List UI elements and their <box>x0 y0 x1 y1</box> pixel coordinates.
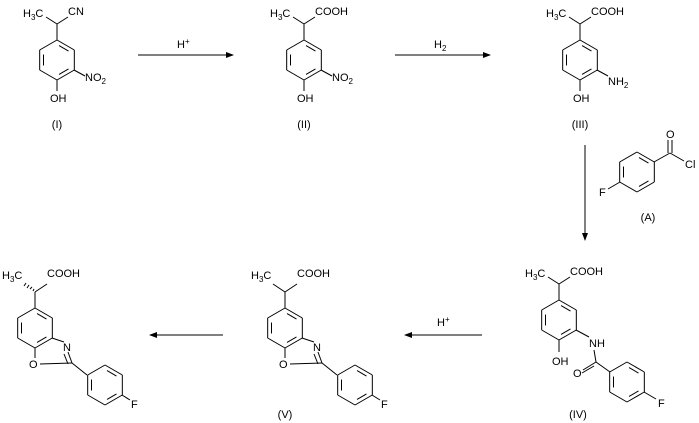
svg-text:H3C: H3C <box>270 8 290 22</box>
compound-product: H3C COOH N O F <box>2 268 138 411</box>
compound-V: H3C COOH N O F (V) <box>251 268 388 421</box>
compound-II: H3C COOH NO2 OH (II) <box>270 6 354 131</box>
hydroxyl-label: OH <box>50 93 67 105</box>
svg-text:H3C: H3C <box>525 268 545 282</box>
methyl-label: H3C <box>23 8 43 22</box>
svg-text:NH: NH <box>589 338 605 350</box>
svg-text:N: N <box>313 342 321 354</box>
ring-bonds <box>17 39 655 406</box>
svg-text:OH: OH <box>552 356 569 368</box>
svg-text:F: F <box>599 187 606 199</box>
svg-text:O: O <box>666 129 675 141</box>
svg-text:O: O <box>29 359 38 371</box>
svg-text:O: O <box>279 359 288 371</box>
compound-label: (I) <box>52 119 62 131</box>
reagent-hydrogen: H2 <box>434 39 447 53</box>
svg-text:Cl: Cl <box>685 159 695 171</box>
svg-text:OH: OH <box>297 93 314 105</box>
svg-text:NH2: NH2 <box>608 76 629 90</box>
svg-text:COOH: COOH <box>591 6 624 18</box>
svg-text:OH: OH <box>573 93 590 105</box>
svg-text:(V): (V) <box>278 409 293 421</box>
reagent-acid: H+ <box>177 37 190 51</box>
svg-text:(II): (II) <box>297 119 310 131</box>
nitrile-label: CN <box>68 6 84 18</box>
svg-text:F: F <box>131 399 138 411</box>
compound-III: H3C COOH NH2 OH (III) <box>546 6 629 131</box>
svg-text:COOH: COOH <box>47 268 80 280</box>
svg-text:N: N <box>63 342 71 354</box>
compound-IV: H3C COOH NH O OH F (IV) <box>525 266 665 421</box>
svg-text:H3C: H3C <box>546 8 566 22</box>
svg-text:(A): (A) <box>641 212 656 224</box>
svg-text:(IV): (IV) <box>569 409 587 421</box>
svg-text:H3C: H3C <box>2 270 22 284</box>
reagent-acid-2: H+ <box>437 315 450 329</box>
nitro-label: NO2 <box>85 72 107 86</box>
compound-I: H3C CN NO2 OH (I) <box>23 6 107 131</box>
svg-text:NO2: NO2 <box>332 72 354 86</box>
svg-text:COOH: COOH <box>297 268 330 280</box>
svg-text:F: F <box>658 398 665 410</box>
svg-text:F: F <box>381 399 388 411</box>
svg-text:COOH: COOH <box>315 6 348 18</box>
svg-text:COOH: COOH <box>570 266 603 278</box>
svg-text:(III): (III) <box>572 119 589 131</box>
svg-text:H3C: H3C <box>251 270 271 284</box>
reagent-A: O Cl F (A) <box>599 129 695 224</box>
svg-text:O: O <box>573 368 582 380</box>
